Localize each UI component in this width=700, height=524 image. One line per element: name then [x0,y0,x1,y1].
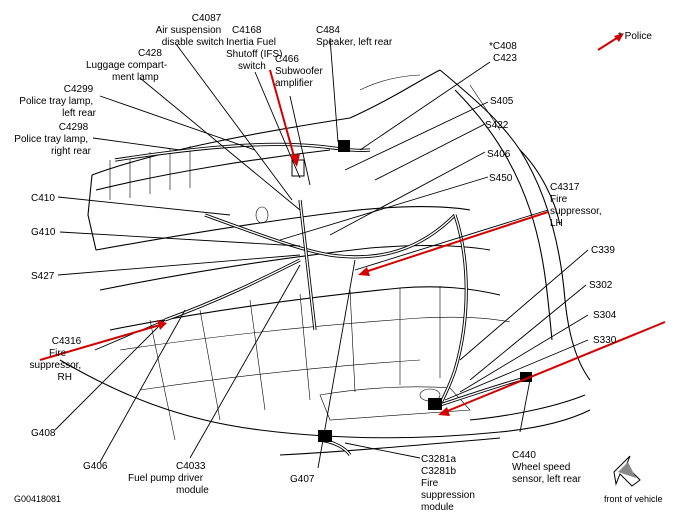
label-c4168: C4168 Inertia Fuel Shutoff (IFS) switch [226,25,285,72]
label-c4299: C4299 Police tray lamp, left rear [19,84,96,119]
label-g407: G407 [290,474,315,485]
label-c428: C428 Luggage compart- ment lamp [86,48,170,83]
front-of-vehicle-arrow-icon [613,455,641,487]
label-c339: C339 [591,245,615,256]
label-g406: G406 [83,461,108,472]
label-c466: C466 Subwoofer amplifier [275,54,326,89]
police-arrow-c4168 [269,69,296,161]
police-arrow-c4317 [364,211,549,273]
label-c484: C484 Speaker, left rear [316,25,393,48]
label-c4316: C4316 Fire suppressor, RH [30,336,84,383]
label-police-legend: * Police [618,31,652,42]
label-c440: C440 Wheel speed sensor, left rear [512,450,582,485]
wiring-harness [114,140,532,456]
label-g410: G410 [31,227,56,238]
label-c4087: C4087 Air suspension disable switch [156,13,224,48]
callout-labels: C4087 Air suspension disable switch C416… [14,13,663,513]
label-c3281: C3281a C3281b Fire suppression module [421,454,478,513]
label-s450: S450 [489,173,513,184]
label-c4298: C4298 Police tray lamp, right rear [14,122,91,157]
label-s406: S406 [487,149,511,160]
label-s422: S422 [485,120,509,131]
figure-id: G00418081 [14,494,61,504]
label-front-of-vehicle: front of vehicle [604,494,663,504]
label-g408: G408 [31,428,56,439]
police-arrow-c4316 [39,324,161,361]
leader-lines [54,37,589,469]
label-s304: S304 [593,310,617,321]
label-c4033: C4033 Fuel pump driver module [128,461,209,496]
label-s330: S330 [593,335,617,346]
police-indicator-arrows [39,33,666,416]
label-s302: S302 [589,280,613,291]
police-arrow-c3281 [444,321,666,413]
label-c4317: C4317 Fire suppressor, LH [550,182,604,229]
label-c410: C410 [31,193,55,204]
label-s427: S427 [31,271,55,282]
label-s405: S405 [490,96,514,107]
vehicle-drawing [59,69,591,456]
label-c408: *C408 C423 [489,41,520,64]
